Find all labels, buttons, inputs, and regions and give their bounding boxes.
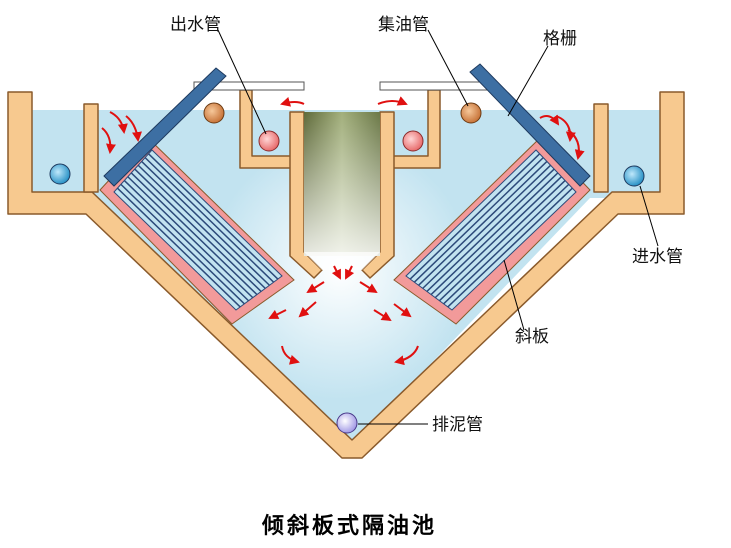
- plate-line: [148, 153, 279, 280]
- page-title: 倾斜板式隔油池: [261, 513, 437, 539]
- plate-line: [430, 172, 559, 296]
- plate-line: [130, 172, 258, 296]
- oil-pipe-right: [460, 102, 482, 124]
- label-inlet-pipe: 进水管: [632, 247, 683, 267]
- grille-right: [469, 63, 591, 187]
- label-grille: 格栅: [543, 29, 577, 49]
- plate-line: [127, 176, 254, 299]
- plate-line: [409, 153, 541, 280]
- label-inclined-plates: 斜板: [515, 327, 549, 347]
- plate-line: [413, 157, 544, 283]
- plate-line: [443, 183, 570, 305]
- inclined-plates-left: [99, 137, 295, 325]
- plate-line: [134, 168, 262, 292]
- plate-line: [418, 160, 548, 286]
- outlet-pipe-left: [258, 130, 280, 152]
- flow-arrows: [101, 96, 585, 366]
- label-sludge-pipe: 排泥管: [432, 415, 483, 435]
- plate-line: [123, 180, 250, 302]
- plate-line: [422, 164, 552, 289]
- sludge-pipe: [336, 412, 358, 434]
- plate-line: [120, 183, 245, 305]
- outlet-pipe-right: [402, 130, 424, 152]
- inlet-pipe-left: [49, 163, 71, 185]
- plate-line: [141, 160, 270, 286]
- leader-lines: [217, 29, 659, 425]
- oil-pipe-left: [203, 102, 225, 124]
- label-outlet-pipe: 出水管: [170, 15, 221, 35]
- plate-line: [434, 176, 562, 299]
- plate-line: [116, 187, 241, 308]
- inclined-plates-right: [393, 137, 591, 325]
- central-feed-pipe: [304, 112, 380, 270]
- plate-line: [137, 164, 266, 289]
- inlet-pipe-right: [623, 165, 645, 187]
- label-oil-collection-pipe: 集油管: [378, 15, 429, 35]
- grille-left: [103, 67, 227, 187]
- plate-line: [426, 168, 555, 292]
- plate-line: [144, 157, 275, 283]
- plate-line: [438, 180, 566, 302]
- top-covers: [193, 81, 491, 91]
- plate-line: [447, 187, 573, 308]
